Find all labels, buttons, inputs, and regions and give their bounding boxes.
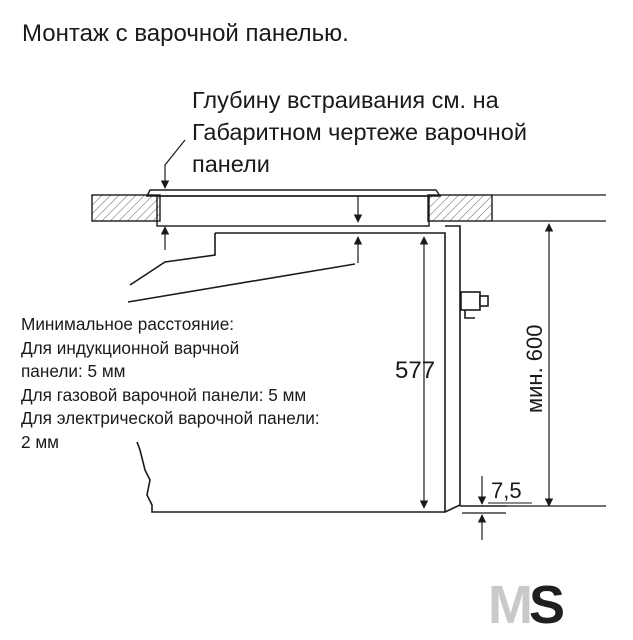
min-distance-line: Для газовой варочной панели: 5 мм	[21, 384, 307, 405]
logo-letter-m: M	[488, 575, 533, 635]
dimension-7-5-label: 7,5	[491, 478, 522, 503]
min-distance-line: Для электрической варочной панели:	[21, 408, 320, 428]
ms-logo: MS	[488, 574, 565, 636]
depth-note-line: панели	[192, 151, 270, 177]
min-distance-line: Для индукционной варчной	[21, 337, 240, 358]
dimension-600-label: мин. 600	[522, 325, 547, 414]
diagram-title: Монтаж с варочной панелью.	[22, 20, 349, 47]
hob-panel	[145, 189, 442, 227]
oven-body	[127, 225, 506, 513]
depth-note-line: Габаритном чертеже варочной	[192, 119, 527, 145]
min-distance-line: 2 мм	[21, 431, 59, 452]
min-distance-note: Минимальное расстояние: Для индукционной…	[21, 313, 320, 454]
dimension-7-5: 7,5	[462, 476, 532, 540]
countertop	[91, 194, 493, 222]
dimension-600: мин. 600	[522, 223, 554, 507]
logo-letter-s: S	[528, 575, 565, 635]
dimension-577-label: 577	[395, 357, 435, 384]
min-distance-line: панели: 5 мм	[21, 361, 126, 381]
dimension-577: 577	[395, 236, 435, 509]
depth-note: Глубину встраивания см. на Габаритном че…	[192, 84, 527, 180]
depth-note-line: Глубину встраивания см. на	[192, 87, 499, 113]
min-distance-heading: Минимальное расстояние:	[21, 314, 235, 334]
